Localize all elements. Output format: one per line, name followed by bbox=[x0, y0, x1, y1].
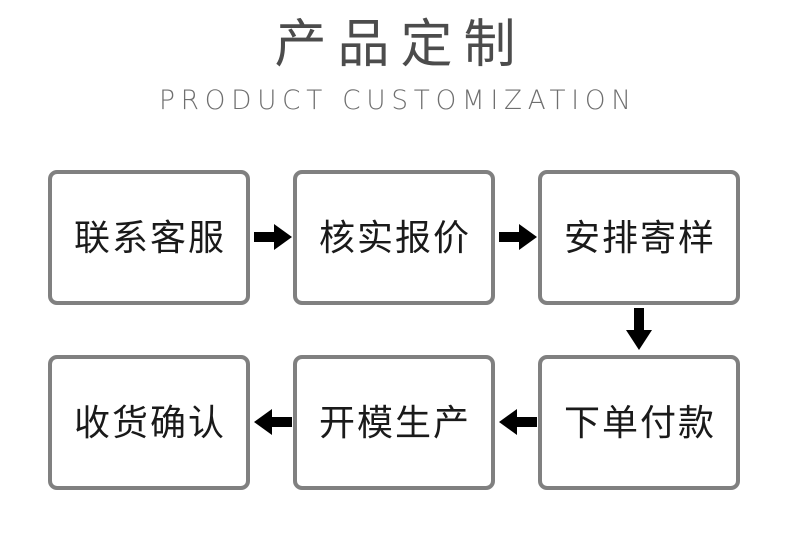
flow-step-arrange-sample[interactable]: 安排寄样 bbox=[538, 170, 740, 305]
page-subtitle: PRODUCT CUSTOMIZATION bbox=[159, 85, 637, 116]
flow-step-label: 联系客服 bbox=[73, 217, 226, 258]
arrow-down-icon bbox=[626, 308, 652, 350]
flow-step-label: 下单付款 bbox=[563, 402, 716, 443]
arrow-right-icon bbox=[254, 224, 292, 250]
flow-step-label: 开模生产 bbox=[318, 402, 471, 443]
arrow-left-icon bbox=[254, 409, 292, 435]
page-header: 产品定制 PRODUCT CUSTOMIZATION bbox=[0, 16, 790, 118]
flow-step-mold-production[interactable]: 开模生产 bbox=[293, 355, 495, 490]
flow-step-label: 安排寄样 bbox=[563, 217, 716, 258]
flow-step-place-order-payment[interactable]: 下单付款 bbox=[538, 355, 740, 490]
flow-step-contact-service[interactable]: 联系客服 bbox=[48, 170, 250, 305]
flow-step-label: 收货确认 bbox=[73, 402, 226, 443]
flow-step-label: 核实报价 bbox=[318, 217, 471, 258]
page-title: 产品定制 bbox=[274, 17, 527, 74]
flow-step-receive-confirm[interactable]: 收货确认 bbox=[48, 355, 250, 490]
flow-step-verify-quote[interactable]: 核实报价 bbox=[293, 170, 495, 305]
arrow-right-icon bbox=[499, 224, 537, 250]
arrow-left-icon bbox=[499, 409, 537, 435]
